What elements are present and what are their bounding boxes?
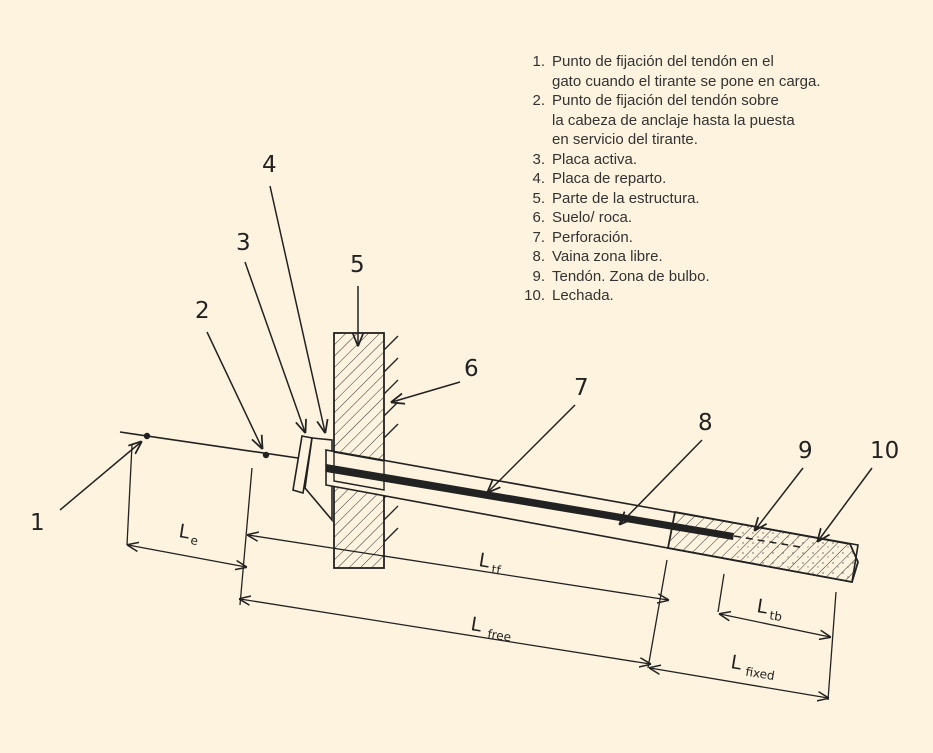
svg-text:fixed: fixed (745, 665, 776, 683)
leader-9 (755, 467, 804, 530)
dim-label-lfree: L free (469, 613, 513, 645)
svg-text:tf: tf (491, 562, 503, 577)
callout-4: 4 (262, 152, 277, 178)
legend-item: 2.Punto de fijación del tendón sobre la … (532, 92, 795, 148)
svg-text:free: free (487, 627, 513, 645)
legend-item: 8.Vaina zona libre. (532, 248, 663, 265)
legend-item: 9.Tendón. Zona de bulbo. (532, 267, 710, 285)
svg-text:L: L (477, 549, 491, 572)
ext-line-5 (827, 591, 837, 701)
dim-label-lfixed: L fixed (729, 651, 776, 683)
dim-label-ltb: L tb (755, 595, 783, 624)
structure-wall (333, 332, 385, 569)
callout-10: 10 (870, 438, 899, 464)
legend-item: 10.Lechada. (524, 287, 614, 304)
callout-5: 5 (350, 252, 365, 278)
dim-label-ltf: L tf (477, 549, 503, 577)
leader-2 (206, 331, 262, 448)
svg-text:e: e (190, 533, 199, 548)
leader-1 (59, 442, 141, 511)
callout-3: 3 (236, 230, 251, 256)
grout-dots (735, 524, 858, 582)
leader-7 (488, 404, 576, 492)
active-plate (292, 435, 313, 495)
ext-line-3 (647, 559, 668, 669)
tendon-sheath (326, 464, 734, 540)
leader-3 (244, 261, 305, 432)
legend-item: 6.Suelo/ roca. (532, 209, 633, 226)
callout-9: 9 (798, 438, 813, 464)
legend-item: 1.Punto de fijación del tendón en el gat… (532, 53, 821, 90)
ext-line-2 (239, 467, 253, 606)
dim-label-le: L e (177, 520, 199, 548)
callout-2: 2 (195, 298, 210, 324)
fixation-point-2 (262, 451, 270, 459)
fixation-point-1 (143, 432, 151, 440)
ext-line-4 (717, 573, 725, 613)
leader-6 (392, 381, 461, 402)
callout-7: 7 (574, 375, 589, 401)
dim-line-lfree (240, 599, 650, 664)
legend-item: 4.Placa de reparto. (532, 170, 667, 187)
svg-text:L: L (755, 595, 769, 618)
ext-line-1 (126, 444, 133, 546)
callout-8: 8 (698, 410, 713, 436)
svg-text:L: L (177, 520, 191, 543)
dim-line-ltb (720, 614, 830, 637)
dim-line-le (128, 545, 246, 567)
leader-4 (269, 185, 325, 432)
leader-10 (818, 467, 873, 541)
dim-line-ltf (248, 535, 668, 600)
ground-hatch (383, 335, 399, 543)
dim-line-lfixed (650, 668, 828, 698)
callout-1: 1 (30, 510, 45, 536)
leader-8 (620, 439, 703, 524)
legend-item: 5.Parte de la estructura. (532, 189, 700, 207)
callout-6: 6 (464, 356, 479, 382)
svg-text:tb: tb (769, 608, 783, 624)
legend-item: 7.Perforación. (532, 228, 633, 246)
legend-item: 3.Placa activa. (532, 150, 638, 168)
legend-list: 1.Punto de fijación del tendón en el gat… (523, 52, 923, 306)
tendon-free-line (119, 431, 326, 463)
svg-text:L: L (469, 613, 483, 636)
svg-text:L: L (729, 651, 743, 674)
